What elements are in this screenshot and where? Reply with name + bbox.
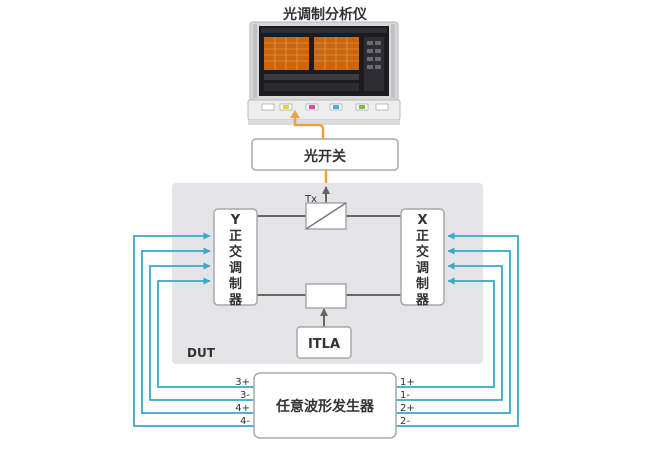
optical-link-arrowhead — [290, 110, 300, 118]
y-modulator-char: Y — [230, 213, 241, 228]
screen-grid-right — [314, 37, 359, 70]
port-label: 2+ — [400, 403, 415, 414]
y-modulator-char: 交 — [229, 244, 242, 260]
awg-left-port-labels: 3+ 3- 4+ 4- — [235, 377, 250, 427]
awg-box — [253, 372, 397, 439]
link-1plus — [396, 277, 495, 388]
awg-right-port-labels: 1+ 1- 2+ 2- — [400, 377, 415, 427]
screen-grid-left — [264, 37, 309, 70]
x-modulator-char: 正 — [416, 229, 429, 244]
awg-label: 任意波形发生器 — [275, 398, 375, 415]
port-label: 1- — [400, 390, 410, 401]
y-modulator-char: 制 — [229, 276, 242, 292]
link-4minus — [133, 232, 254, 427]
link-3plus — [157, 277, 254, 388]
dut-label: DUT — [187, 346, 216, 360]
tx-label: Tx — [304, 194, 317, 205]
y-modulator-char: 器 — [228, 293, 243, 308]
y-modulator-char: 正 — [229, 229, 242, 244]
link-2minus — [396, 232, 519, 427]
port-label: 4+ — [235, 403, 250, 414]
splitter-box — [305, 283, 347, 309]
link-3minus — [149, 262, 254, 401]
electrical-links-right — [396, 232, 519, 427]
x-modulator-box — [400, 208, 445, 306]
link-1minus — [396, 262, 503, 401]
y-modulator-char: 调 — [229, 261, 242, 276]
y-modulator-label: Y 正 交 调 制 器 — [228, 213, 243, 308]
analyzer-title: 光调制分析仪 — [282, 6, 368, 23]
port-label: 3+ — [235, 377, 250, 388]
port-label: 1+ — [400, 377, 415, 388]
port-label: 2- — [400, 416, 410, 427]
optical-switch-label: 光开关 — [303, 148, 346, 165]
port-label: 4- — [240, 416, 250, 427]
link-2plus — [396, 247, 511, 414]
x-modulator-char: 交 — [416, 244, 429, 260]
link-4plus — [141, 247, 254, 414]
analyzer-instrument — [247, 21, 401, 125]
x-modulator-label: X 正 交 调 制 器 — [415, 213, 430, 308]
x-modulator-char: 器 — [415, 293, 430, 308]
itla-label: ITLA — [308, 337, 340, 352]
port-label: 3- — [240, 390, 250, 401]
itla-box — [296, 326, 352, 359]
dut-internal-connections — [257, 215, 401, 296]
electrical-links-left — [133, 232, 254, 427]
x-modulator-char: X — [417, 213, 427, 228]
combiner-diagonal — [305, 202, 347, 230]
x-modulator-char: 调 — [416, 261, 429, 276]
x-modulator-char: 制 — [416, 276, 429, 292]
y-modulator-box — [213, 208, 258, 306]
optical-link-switch-to-analyzer — [293, 114, 325, 139]
